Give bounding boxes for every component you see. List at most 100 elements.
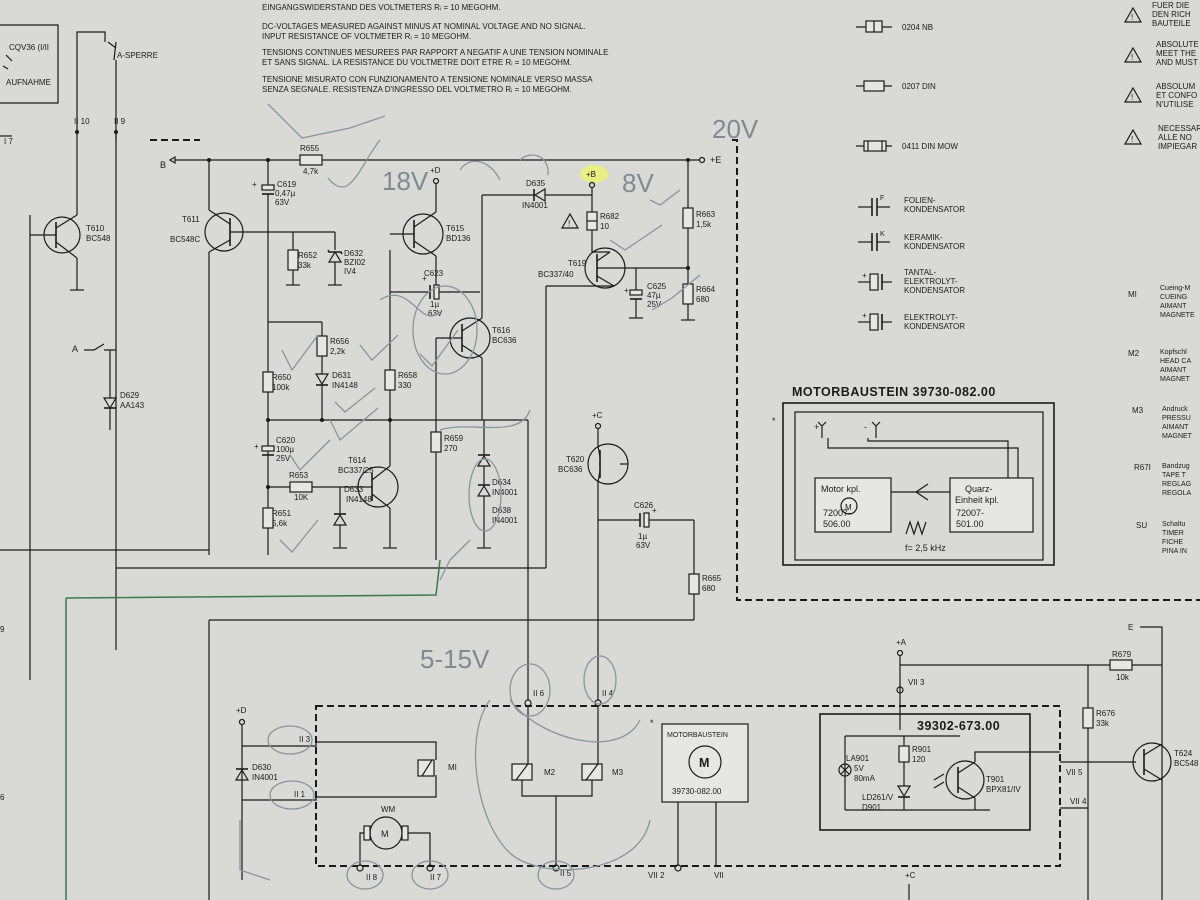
R650-value: 100k (272, 383, 290, 392)
motor-minus: - (864, 422, 867, 432)
D638-label: D638 (492, 506, 512, 515)
wm-label: WM (381, 805, 396, 814)
C625-value: 47µ (647, 291, 661, 300)
net-plus-c: +C (592, 411, 603, 420)
D632-voltage: IV4 (344, 267, 357, 276)
D632-label: D632 (344, 249, 364, 258)
T901-label: T901 (986, 775, 1005, 784)
T614-transistor: T614 BC337/25 (338, 456, 399, 549)
module-number: 39302-673.00 (917, 719, 1000, 733)
svg-text:N'UTILISE: N'UTILISE (1156, 100, 1194, 109)
quarz-label-1: Quarz- (965, 484, 993, 494)
D633-label: D633 (344, 485, 364, 494)
net-plus-e: +E (710, 155, 721, 165)
warning-notes: ! FUER DIE DEN RICH BAUTEILE ! ABSOLUTE … (1123, 1, 1200, 151)
svg-text:AIMANT: AIMANT (1162, 424, 1189, 431)
C619-label: C619 (277, 180, 297, 189)
svg-text:MAGNET: MAGNET (1162, 433, 1193, 440)
legend-0207: 0207 DIN (902, 82, 936, 91)
D635-type: IN4001 (522, 201, 548, 210)
svg-text:BAUTEILE: BAUTEILE (1152, 19, 1191, 28)
C626-capacitor: + C626 1µ 63V (598, 501, 694, 550)
svg-text:PINA IN: PINA IN (1162, 548, 1187, 555)
svg-text:M2: M2 (1128, 349, 1140, 358)
svg-text:TAPE T: TAPE T (1162, 472, 1187, 479)
small-motor-module: * MOTORBAUSTEIN M 39730-082.00 (650, 718, 749, 866)
pin-ii5: II 5 (560, 869, 572, 878)
T614-type: BC337/25 (338, 466, 374, 475)
R665-value: 680 (702, 584, 716, 593)
T624-transistor: T624 BC548 (1132, 742, 1199, 782)
T610-type: BC548 (86, 234, 111, 243)
net-plus-d: +D (430, 166, 441, 175)
pin-vii2: VII 2 (648, 871, 665, 880)
R676-resistor (1082, 707, 1094, 729)
T611-transistor: T611 BC548C (170, 160, 268, 555)
R650-resistor: R650 100k (262, 371, 292, 393)
R901-resistor (898, 745, 910, 763)
motor-kpl-label: Motor kpl. (821, 484, 861, 494)
T619-type: BC337/40 (538, 270, 574, 279)
T610-transistor: T610 BC548 (30, 214, 111, 291)
R659-value: 270 (444, 444, 458, 453)
keramik-cap-symbol: K (858, 231, 890, 251)
R652-value: 33k (298, 261, 312, 270)
T611-type: BC548C (170, 235, 200, 244)
R664-resistor: R664 680 (681, 283, 716, 321)
D629-type: AA143 (120, 401, 145, 410)
R663-resistor: R663 1,5k (682, 160, 716, 284)
legend-tantal-3: KONDENSATOR (904, 286, 965, 295)
pin-ii6: II 6 (533, 689, 545, 698)
warning-icon: ! (1123, 46, 1143, 63)
header-line-2: DC-VOLTAGES MEASURED AGAINST MINUS AT NO… (262, 22, 586, 31)
T616-type: BC636 (492, 336, 517, 345)
top-rail: +E (175, 155, 721, 165)
motor-block: MOTORBAUSTEIN 39730-082.00 * + - Motor k… (772, 385, 1055, 566)
motor-kpl-box (814, 477, 892, 533)
svg-text:ABSOLUTE: ABSOLUTE (1156, 40, 1199, 49)
pin-ii4: II 4 (602, 689, 614, 698)
coil-mi-label: MI (448, 763, 457, 772)
C623-capacitor: + C623 1µ 63V (390, 269, 480, 318)
pin-ii7: II 7 (430, 873, 442, 882)
svg-text:+: + (652, 506, 657, 515)
motor-block-title: MOTORBAUSTEIN 39730-082.00 (792, 385, 996, 399)
cqv36-label: CQV36 (I/II (9, 43, 49, 52)
handwritten-8v: 8V (622, 168, 654, 198)
wm-motor: WM M (359, 805, 431, 866)
D638-diode: D638 IN4001 (476, 466, 518, 549)
coil-m3-label: M3 (612, 768, 624, 777)
net-plus-b: +B (586, 170, 596, 179)
svg-text:AIMANT: AIMANT (1160, 367, 1187, 374)
coil-m2-label: M2 (544, 768, 556, 777)
pin-vii4: VII 4 (1070, 797, 1087, 806)
R682-label: R682 (600, 212, 620, 221)
svg-text:ET CONFO: ET CONFO (1156, 91, 1197, 100)
svg-text:FICHE: FICHE (1162, 539, 1183, 546)
T610-label: T610 (86, 224, 105, 233)
legend-keramik-1: KERAMIK- (904, 233, 943, 242)
R656-value: 2,2k (330, 347, 346, 356)
bottom-section: +D D630 IN4001 II 3 II 1 MI WM M II 8 II… (234, 623, 1199, 900)
T615-label: T615 (446, 224, 465, 233)
R655-label: R655 (300, 144, 320, 153)
legend-0204: 0204 NB (902, 23, 933, 32)
R651-value: 5,6k (272, 519, 288, 528)
svg-text:MAGNETE: MAGNETE (1160, 312, 1195, 319)
C626-voltage: 63V (636, 541, 651, 550)
svg-text:!: ! (1131, 93, 1133, 102)
svg-text:M3: M3 (1132, 406, 1144, 415)
pin-ii1: II 1 (294, 790, 306, 799)
small-motor-m-icon: M (699, 756, 710, 770)
svg-text:Kopfschl: Kopfschl (1160, 349, 1187, 356)
D901-type: LD261/V (862, 793, 894, 802)
T620-type: BC636 (558, 465, 583, 474)
C625-voltage: 25V (647, 300, 662, 309)
net-plus-a: +A (896, 638, 907, 647)
svg-text:+: + (422, 274, 427, 283)
svg-text:MEET THE: MEET THE (1156, 49, 1196, 58)
net-e-bottom: E (1128, 623, 1133, 632)
module-39302: +A VII 3 39302-673.00 LA901 5V 80mA R901… (819, 638, 1060, 831)
D631-diode: D631 IN4148 (314, 371, 358, 420)
keramik-mark: K (880, 231, 885, 238)
